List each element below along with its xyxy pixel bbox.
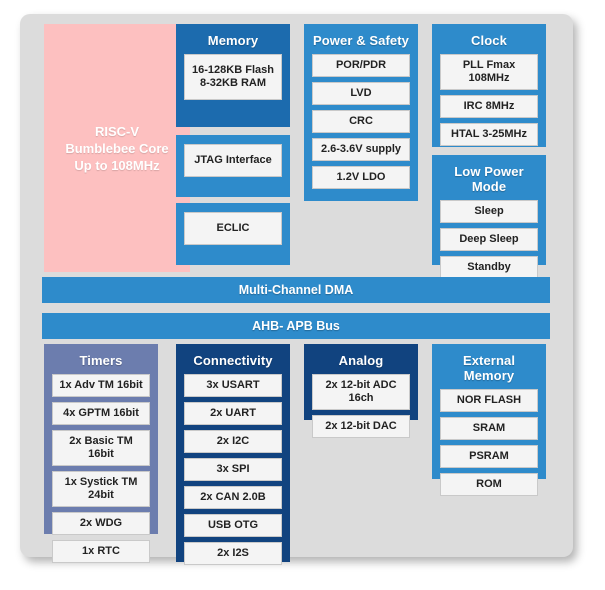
core-line-2: Bumblebee Core (65, 140, 169, 156)
external-memory-block: External Memory NOR FLASH SRAM PSRAM ROM (432, 344, 546, 496)
memory-block-title: Memory (207, 33, 259, 48)
timers-item-wdg: 2x WDG (52, 512, 150, 535)
external-memory-block-title: External Memory (462, 353, 516, 383)
timers-item-adv-tm: 1x Adv TM 16bit (52, 374, 150, 397)
analog-item-adc: 2x 12-bit ADC 16ch (312, 374, 410, 410)
extmem-item-rom: ROM (440, 473, 538, 496)
power-item-ldo: 1.2V LDO (312, 166, 410, 189)
ahb-apb-bus-label: AHB- APB Bus (252, 319, 340, 333)
lowpower-item-standby: Standby (440, 256, 538, 279)
core-line-1: RISC-V (94, 123, 140, 139)
connectivity-item-i2s: 2x I2S (184, 542, 282, 565)
power-item-crc: CRC (312, 110, 410, 133)
connectivity-item-can: 2x CAN 2.0B (184, 486, 282, 509)
extmem-item-psram: PSRAM (440, 445, 538, 468)
timers-block: Timers 1x Adv TM 16bit 4x GPTM 16bit 2x … (44, 344, 158, 563)
multi-channel-dma-bus-label: Multi-Channel DMA (238, 283, 354, 297)
power-item-lvd: LVD (312, 82, 410, 105)
jtag-item-interface: JTAG Interface (184, 144, 282, 177)
ahb-apb-bus: AHB- APB Bus (42, 313, 550, 339)
analog-block: Analog 2x 12-bit ADC 16ch 2x 12-bit DAC (304, 344, 418, 438)
power-item-supply-voltage: 2.6-3.6V supply (312, 138, 410, 161)
mcu-block-diagram: RISC-V Bumblebee Core Up to 108MHz Memor… (20, 14, 573, 565)
memory-item-flash-ram: 16-128KB Flash 8-32KB RAM (184, 54, 282, 100)
core-line-3: Up to 108MHz (74, 157, 160, 173)
low-power-mode-block: Low Power Mode Sleep Deep Sleep Standby (432, 155, 546, 279)
extmem-item-sram: SRAM (440, 417, 538, 440)
multi-channel-dma-bus: Multi-Channel DMA (42, 277, 550, 303)
timers-item-basic-tm: 2x Basic TM 16bit (52, 430, 150, 466)
memory-flash-line: 16-128KB Flash (192, 64, 274, 76)
power-and-safety-block: Power & Safety POR/PDR LVD CRC 2.6-3.6V … (304, 24, 418, 201)
clock-item-irc: IRC 8MHz (440, 95, 538, 118)
low-power-mode-block-title: Low Power Mode (454, 164, 524, 194)
eclic-block: ECLIC (176, 203, 290, 265)
power-and-safety-block-title: Power & Safety (312, 33, 410, 48)
riscv-core-block: RISC-V Bumblebee Core Up to 108MHz (44, 24, 190, 272)
timers-item-rtc: 1x RTC (52, 540, 150, 563)
connectivity-block-title: Connectivity (193, 353, 273, 368)
connectivity-item-usb-otg: USB OTG (184, 514, 282, 537)
riscv-core-label: RISC-V Bumblebee Core Up to 108MHz (65, 123, 168, 174)
timers-item-systick-tm: 1x Systick TM 24bit (52, 471, 150, 507)
timers-item-gptm: 4x GPTM 16bit (52, 402, 150, 425)
memory-block: Memory 16-128KB Flash 8-32KB RAM (176, 24, 290, 127)
connectivity-item-uart: 2x UART (184, 402, 282, 425)
analog-item-dac: 2x 12-bit DAC (312, 415, 410, 438)
clock-block-title: Clock (471, 33, 507, 48)
jtag-block: JTAG Interface (176, 135, 290, 197)
analog-block-title: Analog (338, 353, 384, 368)
clock-block: Clock PLL Fmax 108MHz IRC 8MHz HTAL 3-25… (432, 24, 546, 147)
clock-item-htal: HTAL 3-25MHz (440, 123, 538, 146)
eclic-item-eclic: ECLIC (184, 212, 282, 245)
extmem-item-nor-flash: NOR FLASH (440, 389, 538, 412)
connectivity-item-usart: 3x USART (184, 374, 282, 397)
clock-item-pll: PLL Fmax 108MHz (440, 54, 538, 90)
connectivity-item-i2c: 2x I2C (184, 430, 282, 453)
connectivity-block: Connectivity 3x USART 2x UART 2x I2C 3x … (176, 344, 290, 565)
lowpower-item-deep-sleep: Deep Sleep (440, 228, 538, 251)
power-item-por-pdr: POR/PDR (312, 54, 410, 77)
lowpower-item-sleep: Sleep (440, 200, 538, 223)
memory-ram-line: 8-32KB RAM (199, 77, 266, 89)
timers-block-title: Timers (79, 353, 123, 368)
connectivity-item-spi: 3x SPI (184, 458, 282, 481)
